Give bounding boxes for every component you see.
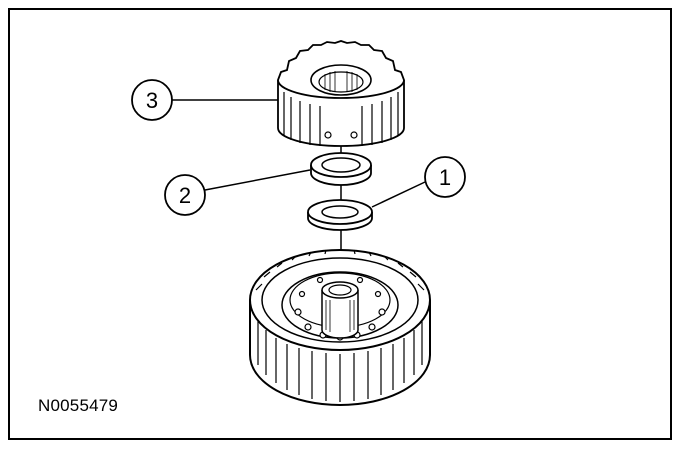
callout-2-label: 2 <box>179 183 191 208</box>
washer-1 <box>307 199 373 231</box>
sun-gear-3 <box>277 40 405 147</box>
hub-shading <box>325 300 355 332</box>
hub-assembly <box>249 249 431 406</box>
gear-side-teeth <box>283 92 399 146</box>
callout-2: 2 <box>164 169 311 216</box>
callout-1: 1 <box>371 156 466 208</box>
figure-id-label: N0055479 <box>38 396 119 415</box>
callout-1-label: 1 <box>439 165 451 190</box>
carrier-holes <box>294 276 386 341</box>
drum-top-teeth <box>255 249 425 291</box>
gear-bore-shading <box>324 71 358 92</box>
callout-3-label: 3 <box>146 88 158 113</box>
callout-3: 3 <box>131 79 278 121</box>
washer-2 <box>310 152 372 186</box>
drum-spline-teeth <box>257 320 423 402</box>
